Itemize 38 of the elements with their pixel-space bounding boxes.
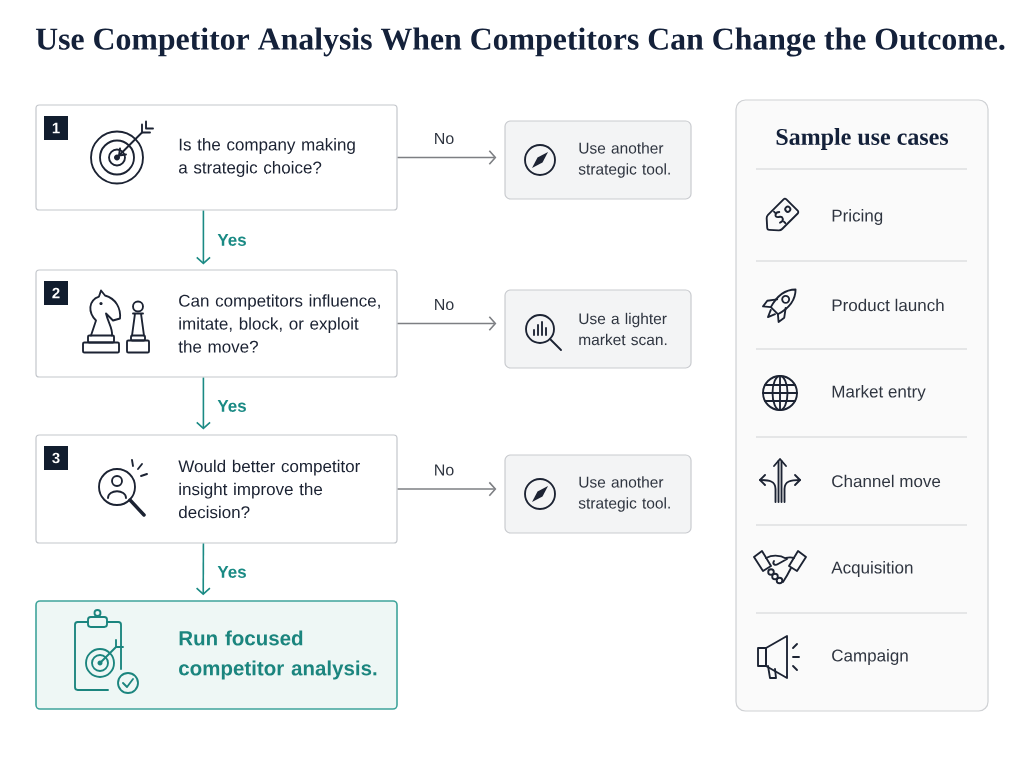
result-box [504, 120, 692, 200]
edge-label: No [431, 462, 457, 478]
question-text: Can competitors influence, imitate, block, or exploit the move? [178, 294, 380, 353]
question-box [35, 104, 398, 211]
arrow [195, 209, 211, 265]
step-number: 2 [44, 281, 68, 305]
arrow [195, 376, 211, 430]
question-text: Is the company making a strategic choice? [179, 138, 355, 177]
question-text: Would better competitor insight improve the decision? [178, 459, 360, 519]
result-box [504, 289, 692, 369]
question-box [35, 434, 398, 544]
use-case-text: Product launch [832, 298, 944, 312]
edge-label: Yes [215, 564, 249, 580]
result-box [504, 454, 692, 534]
outcome-box [35, 600, 398, 710]
arrow [396, 481, 497, 497]
question-box [35, 269, 398, 378]
title: Use Competitor Analysis When Competitors Can Change the Outcome. [35, 27, 1005, 57]
use-case-text: Acquisition [831, 561, 913, 577]
edge-label: No [431, 296, 457, 313]
edge-label: No [431, 130, 457, 147]
side-panel [735, 99, 989, 712]
arrow [195, 542, 211, 596]
use-case-text: Channel move [832, 474, 941, 488]
step-number: 3 [44, 446, 68, 470]
result-text: Use another strategic tool. [578, 142, 670, 178]
arrow [396, 150, 497, 165]
edge-label: Yes [215, 232, 249, 248]
step-number: 1 [44, 116, 68, 140]
use-case-text: Market entry [832, 385, 926, 401]
outcome-text: Run focused competitor analysis. [179, 630, 377, 680]
panel-heading: Sample use cases [776, 128, 949, 150]
use-case-text: Campaign [832, 649, 908, 665]
arrow [396, 316, 497, 331]
result-text: Use a lighter market scan. [579, 312, 667, 346]
edge-label: Yes [215, 398, 249, 414]
result-text: Use another strategic tool. [578, 476, 670, 512]
use-case-text: Pricing [832, 209, 883, 225]
